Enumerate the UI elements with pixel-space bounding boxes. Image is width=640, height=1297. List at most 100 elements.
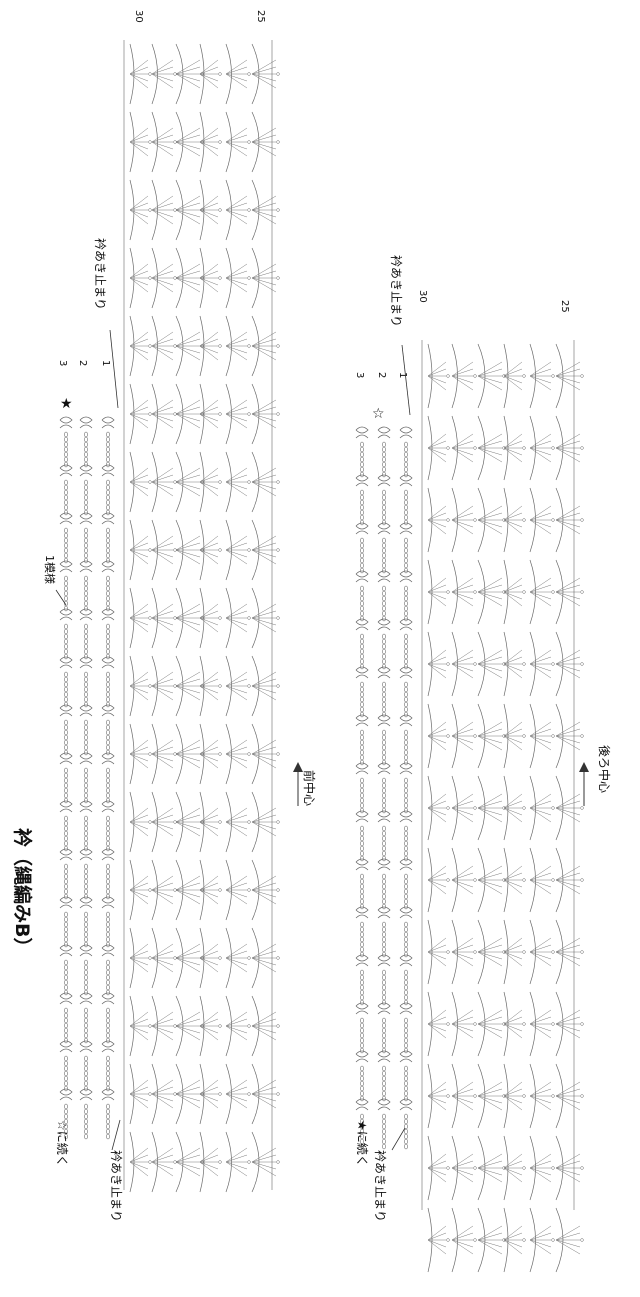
chain-stitch <box>360 1070 364 1077</box>
fan-stitch <box>251 814 277 823</box>
fan-stitch <box>503 865 523 881</box>
chain-stitch <box>404 926 408 933</box>
fan-stitch <box>151 814 174 823</box>
pointer-line <box>401 344 411 416</box>
chain-stitch <box>404 461 408 468</box>
chain-stitch <box>382 835 386 842</box>
chain-stitch <box>106 681 110 688</box>
picot <box>148 684 152 688</box>
picot <box>173 208 177 212</box>
chain-stitch <box>382 471 386 478</box>
chain-stitch <box>64 969 68 976</box>
chain-stitch <box>360 941 364 948</box>
fan-stitch <box>555 1023 581 1039</box>
fan-stitch <box>529 1225 552 1241</box>
fan-stitch <box>225 270 248 279</box>
fan-stitch <box>129 753 149 769</box>
fan-stitch <box>199 678 219 687</box>
cable-cross-stitch <box>79 464 93 477</box>
chain-stitch <box>404 1037 408 1044</box>
fan-stitch <box>129 610 149 619</box>
fan-stitch <box>225 331 248 347</box>
fan-stitch <box>225 345 248 361</box>
fan-stitch <box>427 1088 447 1097</box>
chain-stitch <box>382 542 386 549</box>
chain-stitch <box>360 989 364 996</box>
fan-stitch <box>477 1232 503 1241</box>
cable-cross-stitch <box>101 1088 115 1101</box>
fan-stitch <box>129 1093 149 1109</box>
chain-stitch <box>404 898 408 905</box>
chain-stitch <box>64 782 68 789</box>
chain-stitch <box>404 1022 408 1029</box>
cable-cross-stitch <box>355 954 369 967</box>
fan-stitch <box>555 872 581 881</box>
fan-stitch <box>129 821 149 837</box>
fan-stitch <box>175 685 201 701</box>
fan-stitch <box>151 875 174 891</box>
chain-stitch <box>360 825 364 832</box>
fan-stitch <box>199 73 219 82</box>
fan-stitch <box>151 209 174 225</box>
fan-stitch <box>529 728 552 737</box>
chain-stitch <box>64 643 68 650</box>
cable-cross-stitch <box>79 896 93 909</box>
fan-stitch <box>529 656 552 665</box>
fan-stitch <box>503 577 523 593</box>
fan-stitch <box>251 277 277 293</box>
picot <box>551 662 555 666</box>
fan-stitch <box>477 865 503 881</box>
fan-stitch <box>151 134 174 143</box>
chain-stitch <box>64 911 68 918</box>
cable-cross-stitch <box>59 1040 73 1053</box>
chain-stitch <box>84 749 88 756</box>
chain-stitch <box>64 499 68 506</box>
chain-stitch <box>106 552 110 559</box>
chain-stitch <box>64 537 68 544</box>
chain-stitch <box>84 1022 88 1029</box>
fan-stitch <box>503 807 523 823</box>
fan-stitch <box>451 433 474 449</box>
chain-stitch <box>360 921 364 928</box>
fan-stitch <box>477 1167 503 1176</box>
chain-stitch <box>382 1075 386 1082</box>
cable-cross-stitch <box>355 1098 369 1111</box>
picot <box>522 590 526 594</box>
fan-stitch <box>199 399 219 415</box>
fan-stitch <box>503 656 523 665</box>
fan-stitch <box>251 345 277 354</box>
fan-stitch <box>251 617 277 633</box>
chain-stitch <box>64 547 68 554</box>
fan-stitch <box>199 481 219 490</box>
cable-cross-stitch <box>101 416 115 429</box>
fan-stitch <box>129 209 149 225</box>
chain-stitch <box>404 969 408 976</box>
picot <box>148 480 152 484</box>
fan-stitch <box>427 447 447 456</box>
chain-stitch <box>106 696 110 703</box>
fan-stitch <box>555 663 581 672</box>
chain-stitch <box>360 643 364 650</box>
fan-stitch <box>451 1081 474 1097</box>
fan-stitch <box>199 1011 219 1027</box>
fan-stitch <box>251 277 277 286</box>
chain-stitch <box>360 1032 364 1039</box>
chain-stitch <box>382 979 386 986</box>
chain-stitch <box>64 931 68 938</box>
chain-stitch <box>106 1123 110 1130</box>
fan-stitch <box>451 1153 474 1169</box>
cable-cross-stitch <box>355 666 369 679</box>
chain-stitch <box>382 845 386 852</box>
chain-stitch <box>404 1113 408 1120</box>
chain-stitch <box>404 921 408 928</box>
cable-cross-stitch <box>79 1040 93 1053</box>
fan-stitch <box>175 73 201 82</box>
cable-cross-stitch <box>59 512 73 525</box>
fan-stitch <box>175 889 201 898</box>
chain-stitch <box>404 494 408 501</box>
chain-stitch <box>106 600 110 607</box>
picot <box>522 734 526 738</box>
chain-stitch <box>106 509 110 516</box>
chain-stitch <box>106 959 110 966</box>
fan-stitch <box>175 474 201 483</box>
